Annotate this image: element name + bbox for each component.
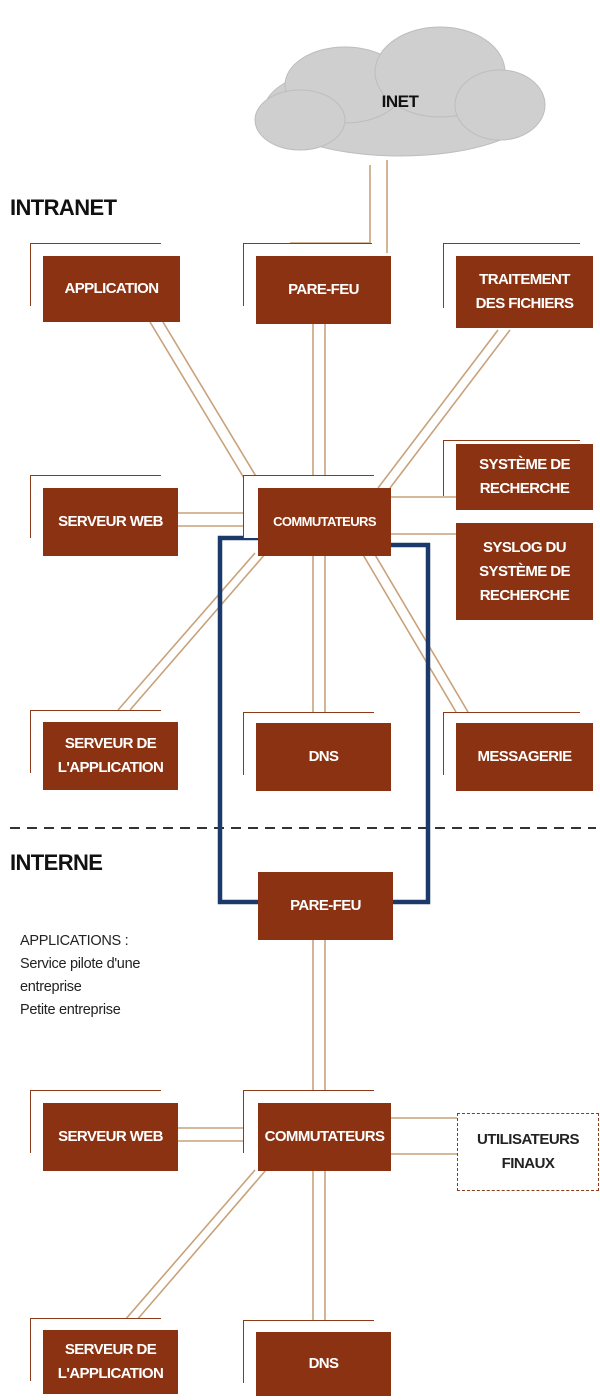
node-label-line-2: L'APPLICATION bbox=[57, 759, 164, 776]
applications-notes: APPLICATIONS : Service pilote d'une entr… bbox=[20, 930, 140, 1022]
node-box: SERVEUR DE L'APPLICATION bbox=[43, 722, 178, 790]
node-label-line-2: DES FICHIERS bbox=[475, 295, 574, 312]
node-label: PARE-FEU bbox=[290, 897, 361, 914]
node-label: SERVEUR WEB bbox=[58, 513, 163, 530]
intranet-title: INTRANET bbox=[10, 195, 117, 220]
link-lines bbox=[117, 160, 511, 1329]
node-label: PARE-FEU bbox=[288, 281, 359, 298]
node-box: DNS bbox=[256, 1332, 391, 1396]
node-box: PARE-FEU bbox=[258, 872, 393, 940]
node-label: APPLICATION bbox=[64, 280, 160, 297]
node-internal-switches: COMMUTATEURS bbox=[243, 1090, 393, 1172]
node-app-server: SERVEUR DE L'APPLICATION bbox=[30, 710, 180, 792]
notes-line: APPLICATIONS : bbox=[20, 933, 129, 949]
notes-line: Service pilote d'une bbox=[20, 956, 141, 972]
notes-line: Petite entreprise bbox=[20, 1002, 121, 1018]
interne-title: INTERNE bbox=[10, 850, 103, 875]
node-label: SERVEUR WEB bbox=[58, 1128, 163, 1145]
node-messaging: MESSAGERIE bbox=[443, 712, 593, 794]
node-internal-firewall: PARE-FEU bbox=[258, 872, 393, 940]
node-label-line-1: SERVEUR DE bbox=[64, 735, 157, 752]
node-label-line-1: TRAITEMENT bbox=[479, 271, 570, 288]
node-box: SERVEUR DE L'APPLICATION bbox=[43, 1330, 178, 1394]
node-label-line-2: FINAUX bbox=[501, 1155, 555, 1172]
highlight-path bbox=[217, 535, 431, 905]
node-box: APPLICATION bbox=[43, 256, 180, 322]
node-label: COMMUTATEURS bbox=[264, 1128, 385, 1145]
node-box: SYSLOG DU SYSTÈME DE RECHERCHE bbox=[456, 523, 593, 620]
node-search-syslog: SYSLOG DU SYSTÈME DE RECHERCHE bbox=[443, 518, 593, 620]
node-switches: COMMUTATEURS bbox=[243, 475, 393, 557]
node-internal-app-server: SERVEUR DE L'APPLICATION bbox=[30, 1318, 180, 1396]
node-label: COMMUTATEURS bbox=[273, 514, 376, 529]
node-label-line-1: SERVEUR DE bbox=[64, 1341, 157, 1358]
node-internal-web-server: SERVEUR WEB bbox=[30, 1090, 180, 1172]
node-box: SERVEUR WEB bbox=[43, 1103, 178, 1171]
node-search-system: SYSTÈME DE RECHERCHE bbox=[443, 440, 593, 510]
notes-line: entreprise bbox=[20, 979, 82, 995]
cloud-icon bbox=[254, 26, 546, 157]
node-box: PARE-FEU bbox=[256, 256, 391, 324]
node-internal-dns: DNS bbox=[243, 1320, 393, 1396]
node-label: MESSAGERIE bbox=[477, 748, 572, 765]
node-label: DNS bbox=[308, 1355, 339, 1372]
node-box: COMMUTATEURS bbox=[258, 1103, 391, 1171]
node-web-server: SERVEUR WEB bbox=[30, 475, 180, 557]
node-box: COMMUTATEURS bbox=[258, 488, 391, 556]
node-box: DNS bbox=[256, 723, 391, 791]
node-dns: DNS bbox=[243, 712, 393, 794]
node-label-line-1: SYSLOG DU bbox=[483, 538, 567, 556]
node-application: APPLICATION bbox=[30, 243, 180, 325]
node-file-processing: TRAITEMENT DES FICHIERS bbox=[443, 243, 593, 328]
node-box: SYSTÈME DE RECHERCHE bbox=[456, 444, 593, 510]
node-end-users: UTILISATEURS FINAUX bbox=[457, 1113, 599, 1191]
node-label-line-2: RECHERCHE bbox=[479, 480, 570, 497]
node-box: MESSAGERIE bbox=[456, 723, 593, 791]
node-box: TRAITEMENT DES FICHIERS bbox=[456, 256, 593, 328]
node-firewall: PARE-FEU bbox=[243, 243, 391, 325]
node-box: SERVEUR WEB bbox=[43, 488, 178, 556]
inet-label: INET bbox=[381, 92, 419, 111]
node-label-line-3: RECHERCHE bbox=[479, 586, 570, 604]
node-label-line-1: SYSTÈME DE bbox=[479, 456, 570, 473]
node-label-line-1: UTILISATEURS bbox=[476, 1131, 580, 1148]
node-label: DNS bbox=[308, 748, 339, 765]
node-label-line-2: L'APPLICATION bbox=[57, 1365, 164, 1382]
node-label-line-2: SYSTÈME DE bbox=[479, 562, 570, 580]
